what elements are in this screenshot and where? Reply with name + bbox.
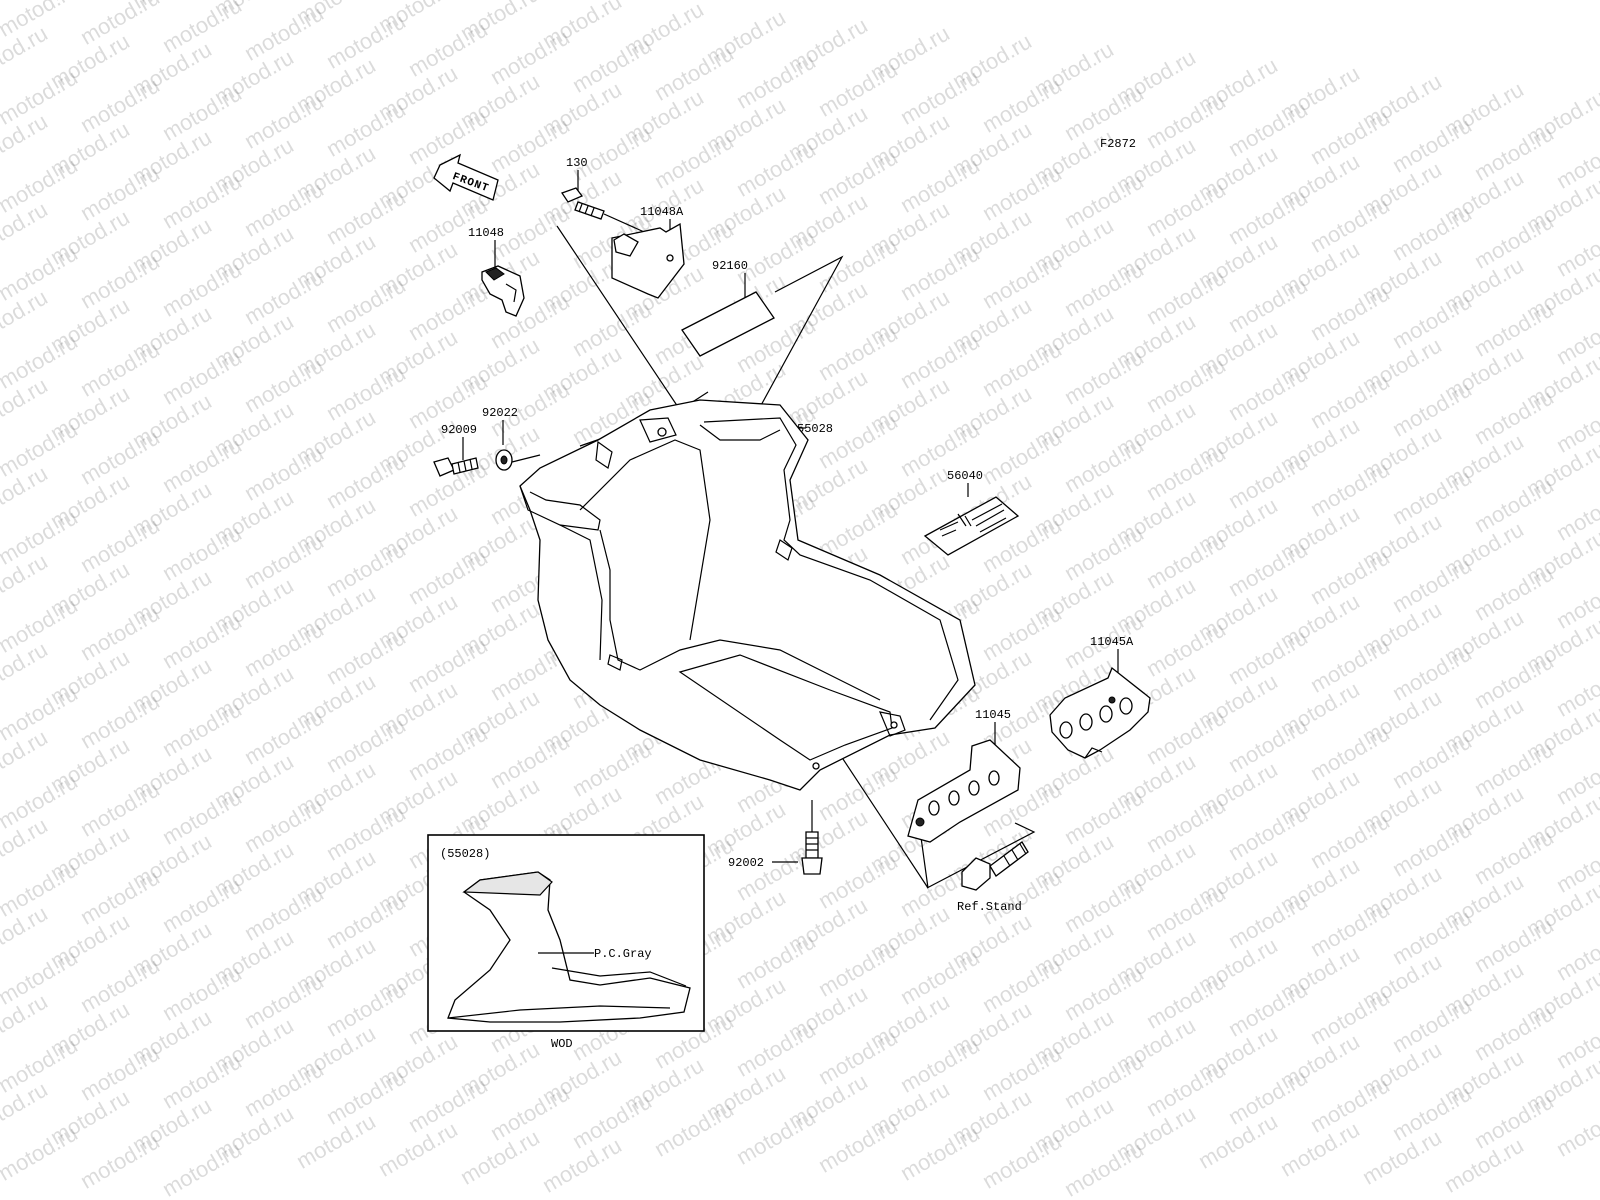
label-56040[interactable]: 56040 bbox=[923, 469, 1020, 556]
part-label-11048: 11048 bbox=[468, 226, 504, 240]
part-label-92022: 92022 bbox=[482, 406, 518, 420]
ref-stand-bolt[interactable]: Ref.Stand bbox=[957, 841, 1029, 914]
bracket-11045a[interactable]: 11045A bbox=[1049, 635, 1151, 759]
part-label-11048a: 11048A bbox=[640, 205, 684, 219]
washer-92022[interactable]: 92022 bbox=[482, 406, 518, 471]
inset-footer: WOD bbox=[551, 1037, 573, 1051]
bolt-130[interactable]: 130 bbox=[560, 156, 663, 241]
pad-92160[interactable]: 92160 bbox=[681, 259, 775, 357]
part-label-11045: 11045 bbox=[975, 708, 1011, 722]
part-label-130: 130 bbox=[566, 156, 588, 170]
inset-title: (55028) bbox=[440, 847, 490, 861]
part-label-11045a: 11045A bbox=[1090, 635, 1134, 649]
part-label-92160: 92160 bbox=[712, 259, 748, 273]
lower-cowl-55028[interactable]: 55028 bbox=[519, 399, 976, 791]
inset-box: (55028) P.C.Gray WOD bbox=[427, 834, 705, 1051]
front-arrow-icon: FRONT bbox=[433, 153, 499, 201]
part-label-ref-stand: Ref.Stand bbox=[957, 900, 1022, 914]
part-label-55028: 55028 bbox=[797, 422, 833, 436]
part-label-56040: 56040 bbox=[947, 469, 983, 483]
bolt-92009[interactable]: 92009 bbox=[433, 423, 479, 477]
bracket-11045[interactable]: 11045 bbox=[907, 708, 1021, 843]
bracket-11048a[interactable]: 11048A bbox=[611, 205, 685, 299]
part-label-92009: 92009 bbox=[441, 423, 477, 437]
diagram-code: F2872 bbox=[1100, 137, 1136, 151]
inset-color-label: P.C.Gray bbox=[594, 947, 652, 961]
clip-11048[interactable]: 11048 bbox=[468, 226, 525, 317]
bolt-92002[interactable]: 92002 bbox=[728, 800, 823, 875]
part-label-92002: 92002 bbox=[728, 856, 764, 870]
